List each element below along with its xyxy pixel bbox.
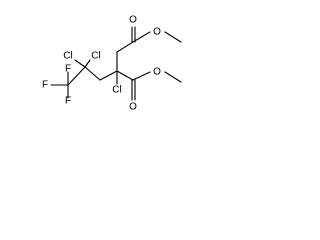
bond-o-carbonyl-upper <box>132 31 151 43</box>
atom-f-left: F <box>42 80 48 91</box>
atom-cl-right: Cl <box>91 51 100 62</box>
atom-label-set: O O Cl O O Cl Cl F F F <box>42 15 161 113</box>
bond-carbonyl-ch2 <box>116 41 134 53</box>
atom-cl-central: Cl <box>112 85 121 96</box>
bond-ccl2-cl-right <box>84 59 91 68</box>
bond-ccl2-cf3 <box>67 66 86 86</box>
bond-quaternary-ester-lower <box>116 70 134 81</box>
atom-f-bottom: F <box>65 96 71 107</box>
bond-set <box>50 26 182 101</box>
bond-carbonyl-o-lower <box>132 71 151 81</box>
atom-cl-left: Cl <box>63 51 72 62</box>
bond-methyl-o-lower <box>164 71 182 83</box>
atom-o-upper-ether: O <box>153 27 161 38</box>
atom-o-lower-carbonyl: O <box>129 102 137 113</box>
atom-f-top: F <box>65 64 71 75</box>
bond-quaternary-ch2-left <box>99 70 118 81</box>
bond-ccl2-cl-left <box>74 59 86 68</box>
bond-methyl-o-upper <box>164 31 182 43</box>
bond-ch2-ccl2 <box>84 66 101 81</box>
atom-o-lower-ether: O <box>153 67 161 78</box>
atom-o-upper-carbonyl: O <box>129 15 137 26</box>
chemical-structure: O O Cl O O Cl Cl F F F <box>42 15 182 113</box>
